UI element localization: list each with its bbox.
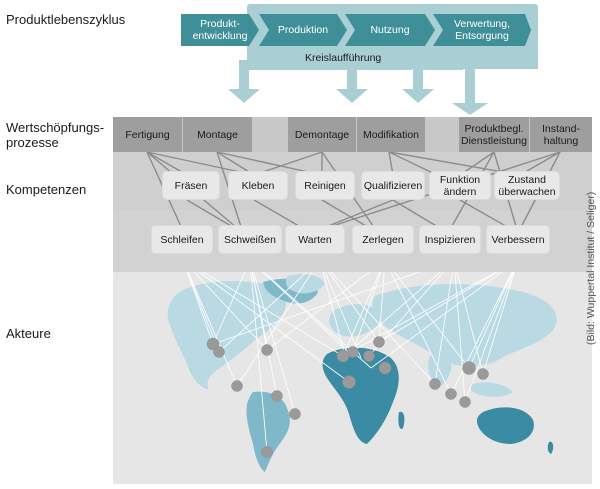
chevron-shape [181,14,259,46]
actor-dot [373,336,385,348]
lifecycle-step-label: Nutzung [370,24,410,36]
process-demontage: Demontage [288,117,356,152]
chevron-shape [345,14,435,46]
actor-dot [462,361,476,375]
kompetenz-fraesen: Fräsen [163,172,219,199]
kompetenz-inspizieren: Inspizieren [420,226,480,253]
lifecycle-step-verwertung: Verwertung, Entsorgung [433,14,531,46]
actor-dot [271,390,283,402]
process-modifikation: Modifikation [357,117,425,152]
label-wertschoepfungsprozesse: Wertschöpfungs- prozesse [6,120,105,150]
kompetenz-zerlegen: Zerlegen [353,226,413,253]
kompetenz-kleben: Kleben [229,172,287,199]
kompetenz-warten: Warten [286,226,344,253]
connection-lines [186,272,515,453]
label-kompetenzen: Kompetenzen [6,182,87,197]
kompetenz-funktion-aendern: Funktion ändern [430,172,490,199]
actor-dot [347,346,359,358]
process-fertigung: Fertigung [113,117,182,152]
lifecycle-step-label: Verwertung, Entsorgung [453,18,511,42]
chevron-shape [433,14,531,46]
kompetenz-qualifizieren: Qualifizieren [362,172,424,199]
actor-dot [289,408,301,420]
actor-dot [363,350,375,362]
lifecycle-step-label: Produkt- entwicklung [192,18,248,42]
label-produktlebenszyklus: Produktlebenszyklus [6,12,126,27]
actor-dot [206,337,220,351]
process-montage: Montage [183,117,252,152]
lifecycle-step-nutzung: Nutzung [345,14,435,46]
kompetenz-verbessern: Verbessern [487,226,549,253]
kompetenz-zustand-ueberwachen: Zustand überwachen [495,172,559,199]
image-credit: (Bild: Wuppertal Institut / Seliger) [585,191,597,345]
lifecycle-step-produktentwicklung: Produkt- entwicklung [181,14,259,46]
actor-dot [231,380,243,392]
actor-dot [378,361,392,375]
actor-dot [342,375,356,389]
world-map [167,272,557,472]
label-akteure: Akteure [6,326,51,341]
kompetenz-schweissen: Schweißen [219,226,281,253]
kompetenz-reinigen: Reinigen [296,172,354,199]
actor-dot [459,396,471,408]
actor-dot [261,344,273,356]
kompetenz-schleifen: Schleifen [152,226,212,253]
actor-dot [213,346,225,358]
actor-dot [336,349,350,363]
process-produktbegl-dienstleistung: Produktbegl. Dienstleistung [459,117,529,152]
actor-dot [445,388,457,400]
loop-label: Kreislaufführung [305,52,382,64]
actor-dot [261,446,273,458]
chevron-shape [259,14,347,46]
process-instandhaltung: Instand- haltung [530,117,592,152]
actor-dot [477,368,489,380]
lifecycle-step-label: Produktion [277,24,329,36]
lifecycle-step-produktion: Produktion [259,14,347,46]
actor-dot [429,378,441,390]
actor-dots [206,336,489,458]
